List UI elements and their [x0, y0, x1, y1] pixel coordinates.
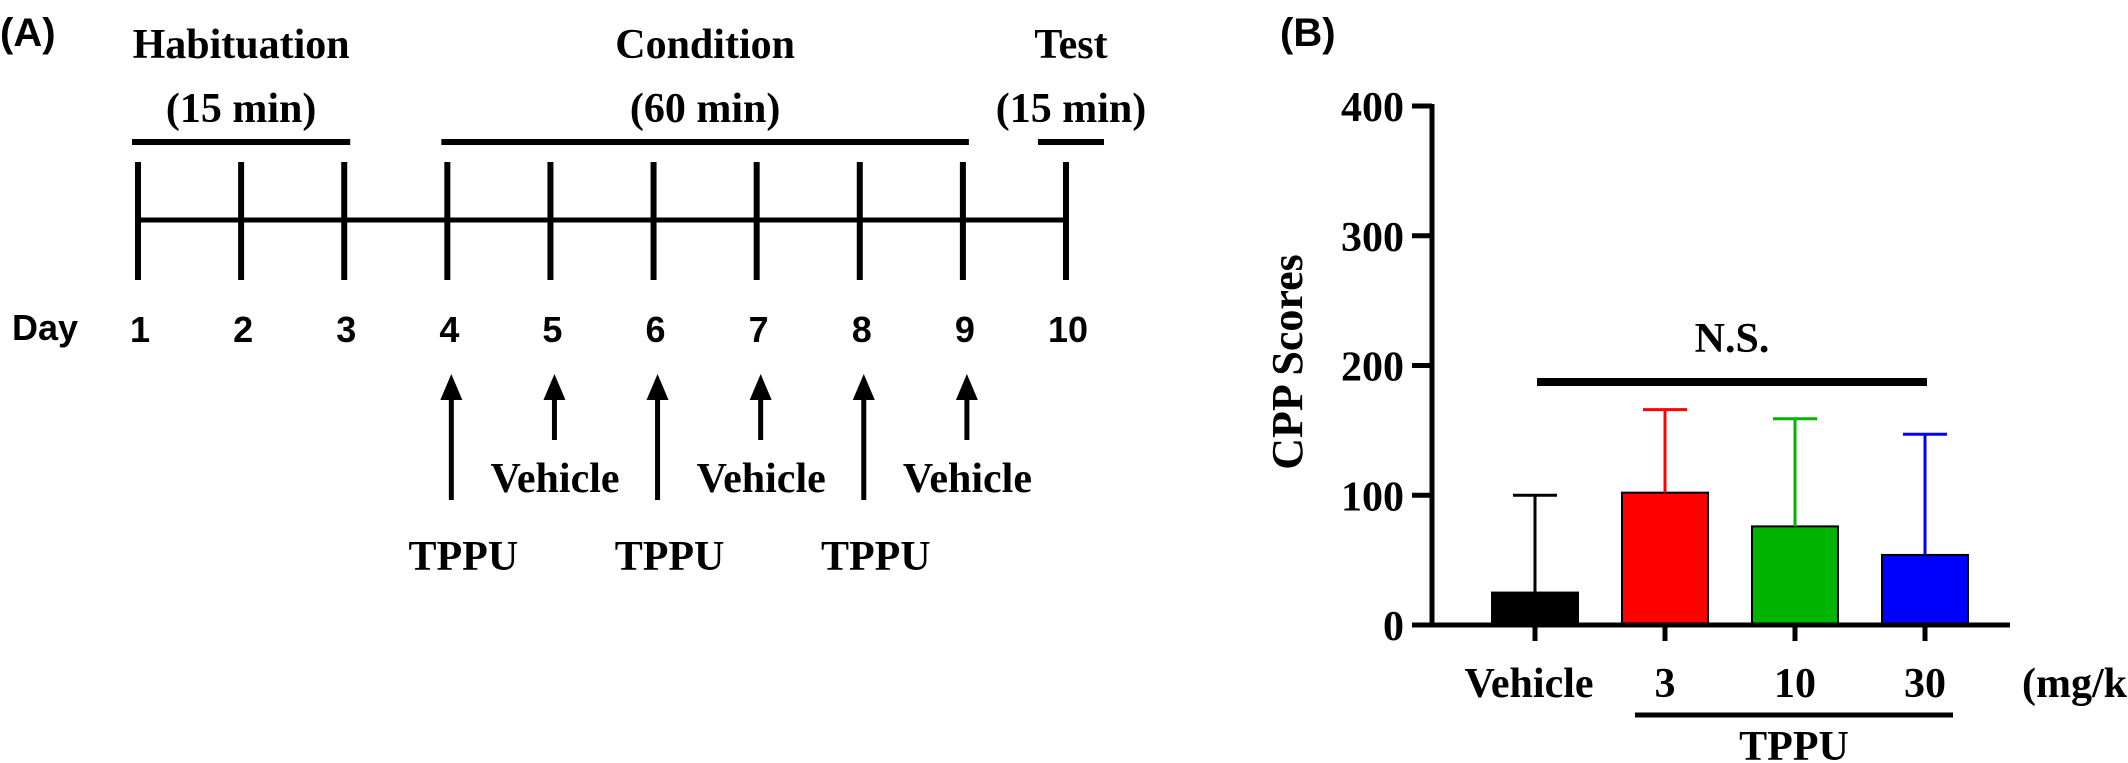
phase-duration: (15 min) — [996, 86, 1147, 132]
treatment-label-tppu: TPPU — [615, 534, 725, 580]
treatment-label-tppu: TPPU — [409, 534, 519, 580]
treatment-arrowhead — [543, 374, 566, 400]
group-label: TPPU — [1739, 724, 1849, 763]
treatment-label-vehicle: Vehicle — [697, 456, 826, 502]
y-axis-label: CPP Scores — [1263, 254, 1312, 470]
treatment-label-vehicle: Vehicle — [490, 456, 619, 502]
day-number: 7 — [749, 309, 769, 350]
phase-title: Test — [1034, 22, 1107, 68]
significance-annotation: N.S. — [1537, 316, 1927, 386]
x-tick-label: 3 — [1655, 661, 1676, 707]
y-tick-label: 300 — [1341, 215, 1404, 261]
bar-30 — [1881, 553, 1969, 626]
y-tick-label: 0 — [1383, 604, 1404, 650]
treatment-label-tppu: TPPU — [821, 534, 931, 580]
treatment-label-vehicle: Vehicle — [903, 456, 1032, 502]
treatment-arrowhead — [852, 374, 875, 400]
phase-duration: (15 min) — [166, 86, 317, 132]
day-number: 9 — [955, 309, 975, 350]
x-tick-label: Vehicle — [1464, 661, 1593, 707]
phase-duration: (60 min) — [630, 86, 781, 132]
phase-title: Habituation — [133, 22, 350, 68]
y-tick-label: 100 — [1341, 474, 1404, 520]
y-tick-label: 400 — [1341, 85, 1404, 131]
panel-b-bar-chart: (B) CPP Scores 0 100 200 300 400 Vehicle 3 10 3… — [1263, 11, 2128, 763]
day-number: 3 — [336, 309, 356, 350]
panel-a-timeline: (A) Habituation (15 min) Condition (60 min)… — [0, 11, 1146, 580]
treatment-arrowhead — [749, 374, 772, 400]
bar-group — [1491, 491, 1969, 627]
treatment-arrowhead — [646, 374, 669, 400]
day-number: 4 — [439, 309, 459, 350]
bar-3 — [1621, 491, 1709, 626]
panel-a-label: (A) — [0, 11, 56, 55]
day-number-group: 1 2 3 4 5 6 7 8 9 10 — [130, 309, 1088, 350]
treatment-arrowhead — [955, 374, 978, 400]
treatment-arrowhead — [440, 374, 463, 400]
x-tick-label: 30 — [1904, 661, 1946, 707]
bar-10 — [1751, 525, 1839, 627]
x-tick-label: 10 — [1774, 661, 1816, 707]
day-number: 1 — [130, 309, 150, 350]
day-number: 6 — [646, 309, 666, 350]
day-number: 10 — [1048, 309, 1088, 350]
y-axis: 0 100 200 300 400 — [1341, 85, 1435, 650]
phase-group: Habituation (15 min) Condition (60 min) Test… — [132, 22, 1147, 145]
bar-vehicle — [1491, 591, 1579, 626]
significance-label: N.S. — [1695, 316, 1770, 362]
y-tick-label: 200 — [1341, 345, 1404, 391]
x-axis: Vehicle 3 10 30 (mg/kg) TPPU — [1430, 622, 2128, 763]
day-label: Day — [12, 307, 78, 348]
phase-title: Condition — [615, 22, 795, 68]
day-number: 2 — [233, 309, 253, 350]
day-number: 5 — [542, 309, 562, 350]
panel-b-label: (B) — [1280, 11, 1336, 55]
day-number: 8 — [852, 309, 872, 350]
error-bar-group — [1513, 408, 1947, 593]
day-tick-group — [135, 162, 1069, 280]
x-unit-label: (mg/kg) — [2022, 661, 2128, 707]
